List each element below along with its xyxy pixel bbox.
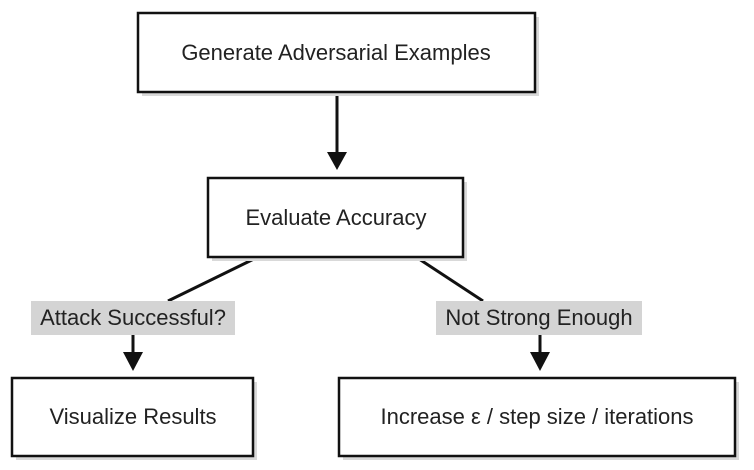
node-label: Increase ε / step size / iterations (380, 404, 693, 429)
node-label: Visualize Results (49, 404, 216, 429)
edge-evaluate-to-visualize (123, 255, 259, 371)
node-evaluate-accuracy: Evaluate Accuracy (206, 176, 467, 261)
edge-label-text: Not Strong Enough (445, 305, 632, 330)
node-visualize-results: Visualize Results (10, 376, 257, 460)
edge-evaluate-to-increase (415, 255, 550, 371)
arrowhead-icon (123, 352, 143, 371)
edge-label-not-strong-enough: Not Strong Enough (436, 301, 642, 335)
node-label: Evaluate Accuracy (246, 205, 427, 230)
node-label: Generate Adversarial Examples (181, 40, 490, 65)
edge-generate-to-evaluate (327, 92, 347, 170)
edge-label-text: Attack Successful? (40, 305, 226, 330)
node-generate-adversarial-examples: Generate Adversarial Examples (136, 11, 539, 96)
arrowhead-icon (530, 352, 550, 371)
arrowhead-icon (327, 152, 347, 170)
edge-label-attack-successful: Attack Successful? (31, 301, 235, 335)
node-increase-epsilon: Increase ε / step size / iterations (337, 376, 739, 460)
